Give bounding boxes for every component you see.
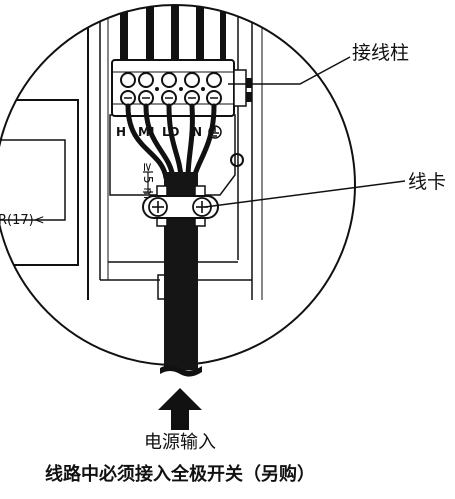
terminal-label-n: N xyxy=(192,125,202,139)
mounting-hole xyxy=(230,153,244,167)
display-window xyxy=(0,139,66,221)
terminal-label-h: H xyxy=(116,125,126,139)
terminal-leader-line xyxy=(228,56,351,85)
up-arrow-icon xyxy=(158,388,202,430)
screw-icon xyxy=(148,197,168,217)
clamp-leader-line xyxy=(204,180,406,208)
left-panel xyxy=(0,99,79,266)
cable-clamp xyxy=(142,185,219,227)
install-note: 线路中必须接入全极开关（另购） xyxy=(45,464,315,485)
terminal-block xyxy=(111,59,252,117)
power-input-label: 电源输入 xyxy=(144,432,216,453)
cable-break-mark xyxy=(160,365,202,377)
terminal-block-label: 接线柱 xyxy=(352,42,410,64)
magnified-view: R(17)< xyxy=(0,5,263,365)
cable-clamp-label: 线卡 xyxy=(408,171,447,193)
device-marking: R(17)< xyxy=(0,213,45,228)
